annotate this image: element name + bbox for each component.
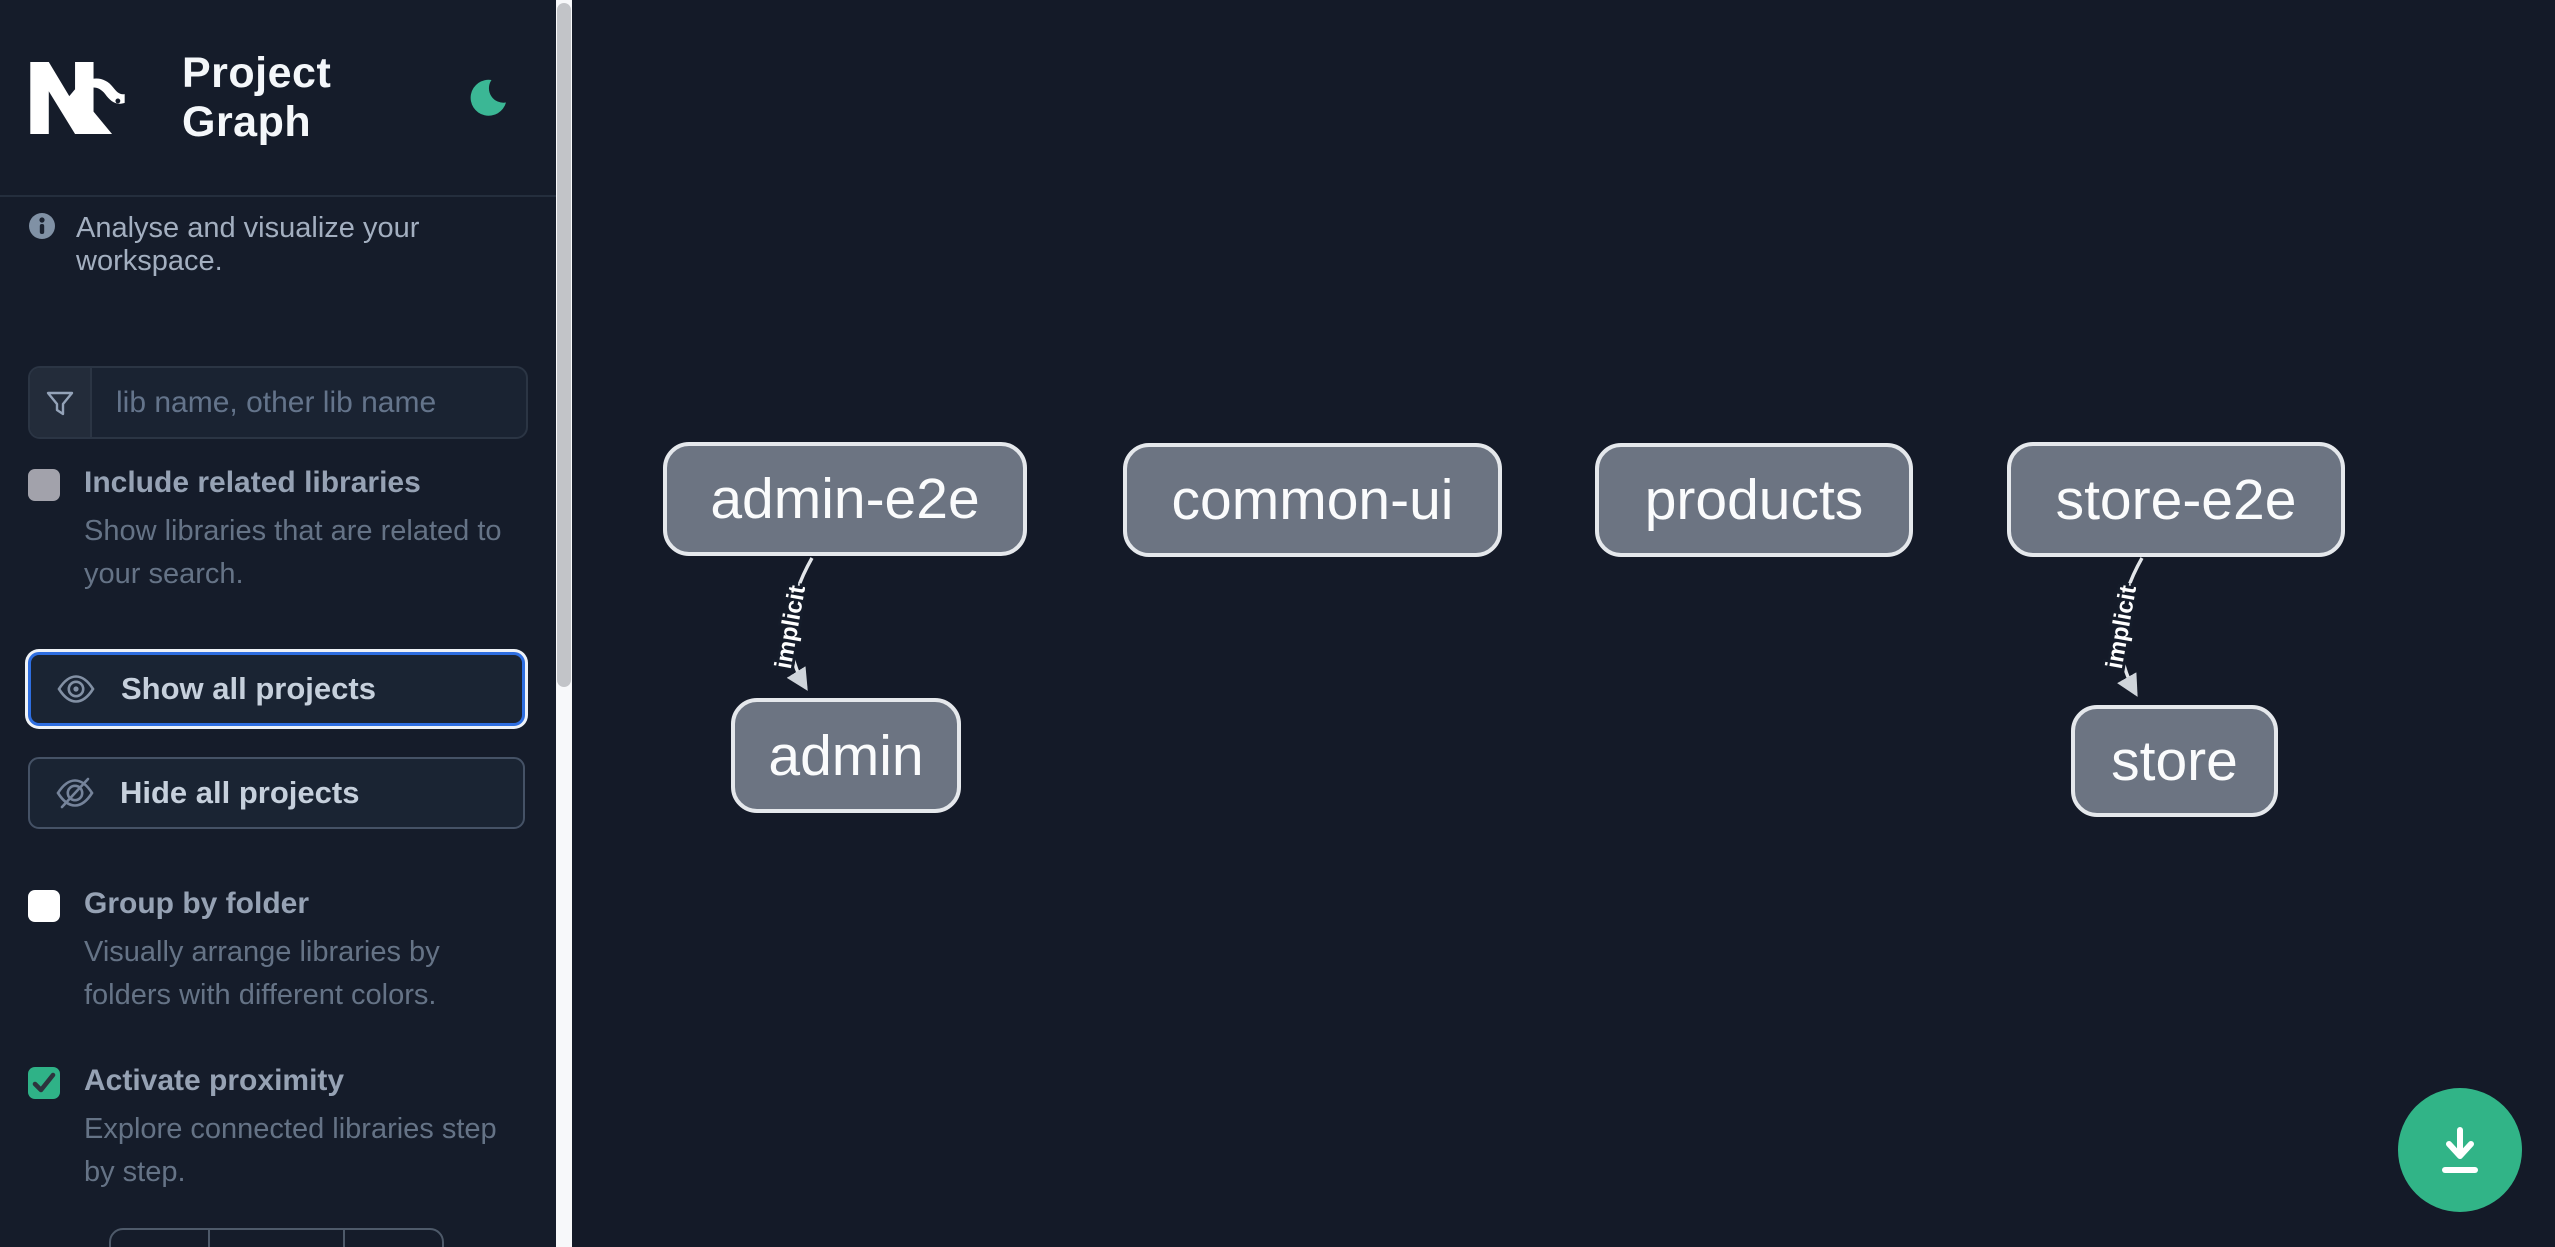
option-group-by-folder: Group by folder Visually arrange librari… (28, 887, 528, 1017)
proximity-depth-stepper: − 1 + (109, 1228, 444, 1247)
node-store-e2e[interactable]: store-e2e (2007, 442, 2345, 557)
nx-logo (28, 61, 126, 134)
download-image-button[interactable] (2398, 1088, 2522, 1212)
increment-button[interactable]: + (345, 1230, 442, 1247)
sidebar-scrollbar-thumb[interactable] (557, 3, 571, 687)
project-graph-canvas[interactable]: implicit implicit admin-e2e common-ui pr… (572, 0, 2555, 1247)
option-label[interactable]: Activate proximity (84, 1063, 345, 1097)
edge-store-e2e-store (2117, 557, 2144, 697)
graph-edges: implicit implicit (767, 557, 2145, 697)
edge-label: implicit (770, 583, 811, 670)
filter-box (28, 366, 528, 439)
node-admin[interactable]: admin (731, 698, 961, 813)
include-related-checkbox[interactable] (28, 469, 60, 501)
workspace-info: Analyse and visualize your workspace. (28, 210, 528, 278)
theme-toggle-button[interactable] (465, 76, 510, 120)
node-admin-e2e[interactable]: admin-e2e (663, 442, 1027, 556)
activate-proximity-checkbox[interactable] (28, 1066, 60, 1099)
edge-label: implicit (2101, 583, 2142, 670)
info-icon (28, 212, 56, 240)
sidebar-scrollbar-track (556, 0, 572, 1247)
option-description: Visually arrange libraries by folders wi… (84, 935, 440, 1011)
filter-input[interactable] (92, 368, 526, 437)
option-activate-proximity: Activate proximity Explore connected lib… (28, 1064, 528, 1194)
edge-admin-e2e-admin (786, 557, 814, 691)
download-icon (2430, 1120, 2490, 1180)
button-label: Show all projects (121, 670, 376, 706)
option-label[interactable]: Group by folder (84, 886, 309, 920)
node-common-ui[interactable]: common-ui (1123, 443, 1502, 557)
group-by-folder-checkbox[interactable] (28, 889, 60, 922)
sidebar-header: Project Graph (0, 0, 556, 197)
eye-icon (57, 674, 95, 704)
show-all-projects-button[interactable]: Show all projects (28, 651, 525, 726)
option-label[interactable]: Include related libraries (84, 466, 421, 499)
eye-off-icon (56, 776, 94, 810)
option-description: Explore connected libraries step by step… (84, 1112, 497, 1188)
node-store[interactable]: store (2071, 705, 2278, 817)
page-title: Project Graph (182, 48, 332, 146)
option-description: Show libraries that are related to your … (84, 515, 502, 590)
workspace-subtitle: Analyse and visualize your workspace. (76, 212, 420, 277)
decrement-button[interactable]: − (111, 1230, 208, 1247)
hide-all-projects-button[interactable]: Hide all projects (28, 756, 525, 829)
funnel-icon (30, 368, 92, 437)
option-include-related: Include related libraries Show libraries… (28, 466, 528, 596)
node-products[interactable]: products (1595, 443, 1913, 557)
sidebar: Project Graph Analyse and visualize your… (0, 0, 556, 1247)
button-label: Hide all projects (120, 774, 360, 810)
depth-value: 1 (208, 1230, 345, 1247)
moon-icon (467, 77, 509, 119)
